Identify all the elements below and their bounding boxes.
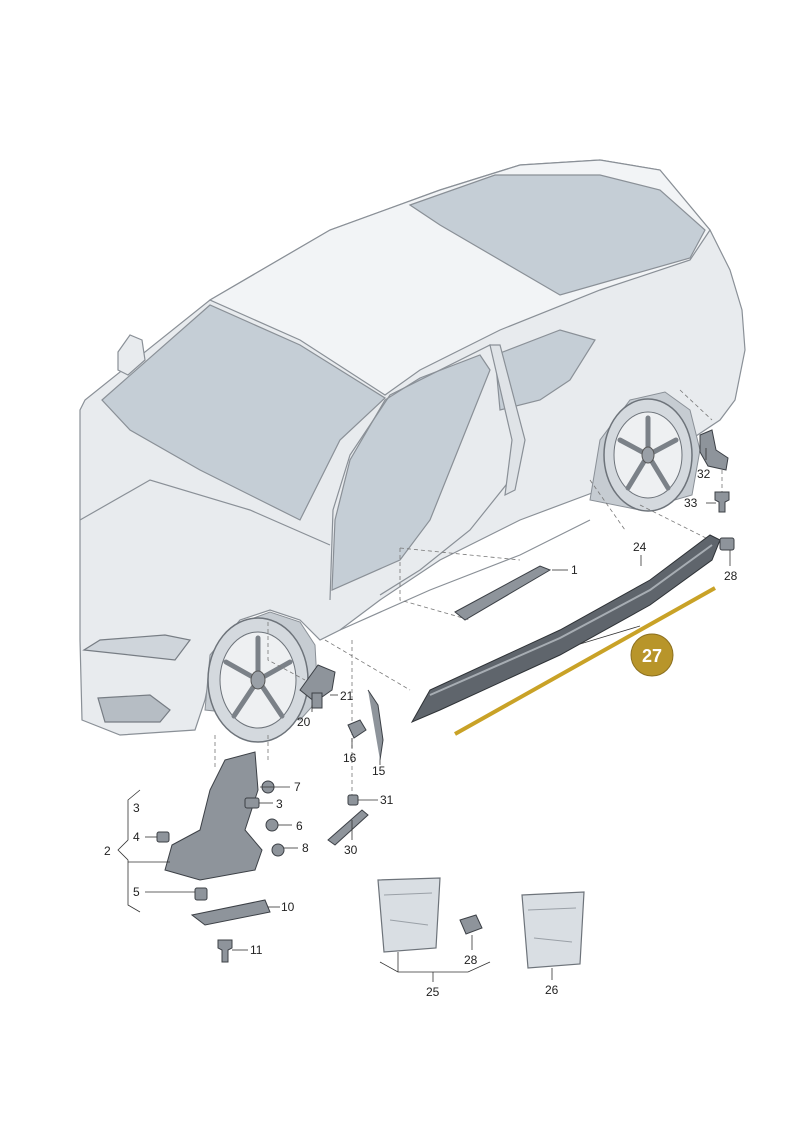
clip-16 bbox=[347, 719, 367, 739]
callout-16: 16 bbox=[343, 751, 357, 765]
highlighted-trim-strip bbox=[454, 586, 716, 736]
callout-26: 26 bbox=[545, 983, 559, 997]
side-mirror bbox=[117, 334, 146, 376]
hood-line bbox=[79, 479, 331, 546]
callout-28-bottom: 28 bbox=[464, 953, 478, 967]
clip-5 bbox=[194, 887, 208, 901]
callout-24: 24 bbox=[633, 540, 647, 554]
front-wheel bbox=[207, 617, 309, 743]
callout-28-right: 28 bbox=[724, 569, 738, 583]
callout-33: 33 bbox=[684, 496, 698, 510]
side-sill-highlight bbox=[429, 544, 713, 696]
leader-lines bbox=[117, 448, 731, 982]
b-pillar bbox=[489, 344, 526, 497]
bracket-32 bbox=[699, 429, 729, 471]
screw-8 bbox=[271, 843, 285, 857]
callout-15: 15 bbox=[372, 764, 386, 778]
bolt-33 bbox=[714, 491, 730, 513]
callout-8: 8 bbox=[302, 841, 309, 855]
callout-1: 1 bbox=[571, 563, 578, 577]
rocker-line bbox=[339, 519, 591, 631]
assembly-guides bbox=[214, 389, 723, 800]
bolt-11 bbox=[217, 939, 233, 963]
parts-bag-25 bbox=[377, 877, 441, 953]
callout-3a: 3 bbox=[133, 801, 140, 815]
callout-10: 10 bbox=[281, 900, 295, 914]
callout-31: 31 bbox=[380, 793, 394, 807]
bag-25-fold bbox=[383, 892, 433, 926]
headlight bbox=[82, 634, 192, 661]
wheel-arch-liner bbox=[164, 751, 263, 881]
rear-glass bbox=[408, 174, 706, 296]
callout-20: 20 bbox=[297, 715, 311, 729]
windshield bbox=[101, 304, 386, 521]
callout-6: 6 bbox=[296, 819, 303, 833]
clip-4 bbox=[156, 831, 170, 843]
callout-30: 30 bbox=[344, 843, 358, 857]
callout-11: 11 bbox=[250, 943, 263, 957]
callout-25: 25 bbox=[426, 985, 440, 999]
side-sill-panel bbox=[410, 534, 721, 724]
quarter-window bbox=[494, 329, 596, 411]
clip-31 bbox=[347, 794, 359, 806]
highlight-badge: 27 bbox=[630, 633, 674, 677]
strip-30 bbox=[327, 809, 369, 846]
parts-bag-26 bbox=[521, 891, 585, 969]
clip-3 bbox=[244, 797, 260, 809]
callout-2: 2 bbox=[104, 844, 111, 858]
car-illustration bbox=[79, 159, 746, 736]
callout-4: 4 bbox=[133, 830, 140, 844]
door-window bbox=[331, 354, 491, 591]
clip-28-right bbox=[719, 537, 735, 551]
clip-28-bottom bbox=[459, 914, 483, 935]
door-sill-trim bbox=[454, 565, 552, 621]
bracket-10 bbox=[190, 899, 271, 926]
callout-32: 32 bbox=[697, 467, 711, 481]
callout-labels: 1 21 20 16 15 7 3 6 8 10 11 31 30 3 4 2 … bbox=[104, 467, 738, 999]
callout-7: 7 bbox=[294, 780, 301, 794]
rear-wheel bbox=[603, 398, 693, 512]
callout-3b: 3 bbox=[276, 797, 283, 811]
trim-15 bbox=[367, 689, 384, 761]
callout-5: 5 bbox=[133, 885, 140, 899]
bag-26-fold bbox=[527, 907, 577, 943]
screw-21 bbox=[311, 692, 323, 709]
front-grille bbox=[97, 694, 171, 723]
callout-21: 21 bbox=[340, 689, 354, 703]
screw-6 bbox=[265, 818, 279, 832]
highlight-badge-label: 27 bbox=[642, 646, 662, 666]
